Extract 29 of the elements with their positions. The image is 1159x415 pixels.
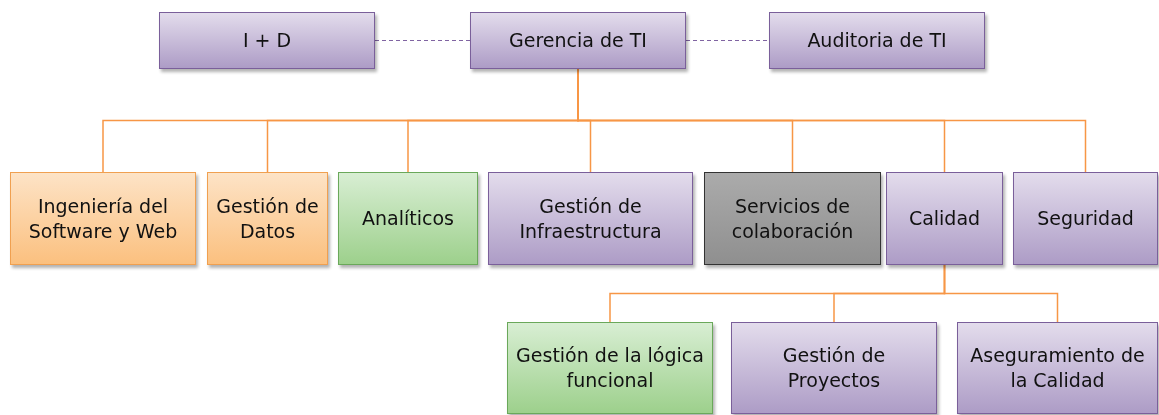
org-box xyxy=(731,322,937,414)
org-box xyxy=(507,322,713,414)
org-box xyxy=(207,172,328,265)
org-box xyxy=(159,12,375,69)
box-label: Seguridad xyxy=(1037,206,1134,231)
org-box xyxy=(488,172,693,265)
box-label: Auditoria de TI xyxy=(807,28,947,53)
connector-line xyxy=(374,39,471,42)
org-box xyxy=(338,172,478,265)
org-box xyxy=(1013,172,1158,265)
box-label: I + D xyxy=(242,28,292,53)
connector-line xyxy=(685,39,770,42)
box-label: Gestión de la lógica funcional xyxy=(515,343,705,393)
box-label: Servicios de colaboración xyxy=(730,193,855,244)
box-label: Gestión de Infraestructura xyxy=(518,193,663,244)
connector-line xyxy=(943,264,1059,323)
org-box xyxy=(886,172,1003,265)
box-label: Aseguramiento de la Calidad xyxy=(969,343,1146,393)
org-box xyxy=(470,12,686,69)
box-label: Gestión de Datos xyxy=(215,193,320,244)
org-box xyxy=(704,172,881,265)
box-label: Analíticos xyxy=(362,206,454,231)
box-label: Gerencia de TI xyxy=(509,28,647,53)
box-label: Gestión de Proyectos xyxy=(781,343,887,393)
org-box xyxy=(769,12,985,69)
org-box xyxy=(10,172,196,265)
box-label: Calidad xyxy=(908,206,981,231)
box-label: Ingeniería del Software y Web xyxy=(27,193,179,244)
org-box xyxy=(957,322,1158,414)
